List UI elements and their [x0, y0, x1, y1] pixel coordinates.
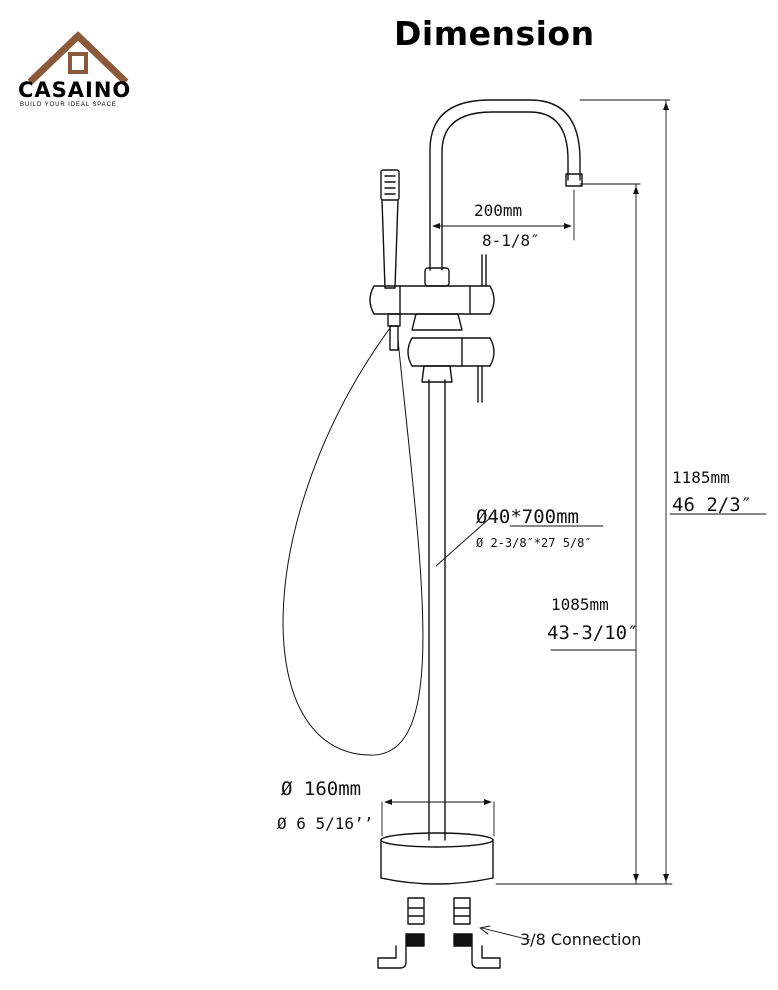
- supply-connections: [377, 897, 501, 969]
- spout-reach-mm-label: 200mm: [474, 201, 523, 220]
- brand-tagline: BUILD YOUR IDEAL SPACE: [20, 102, 117, 108]
- total-height-mm-label: 1185mm: [672, 468, 730, 487]
- arrowheads: [384, 102, 669, 882]
- connection-label: 3/8 Connection: [520, 930, 642, 949]
- total-height-in-label: 46 2/3″: [672, 494, 753, 516]
- spout-height-mm-label: 1085mm: [551, 595, 609, 614]
- base-mm-label: Ø 160mm: [281, 778, 362, 800]
- upper-valve-body: [369, 254, 495, 331]
- base: [380, 832, 494, 885]
- brand-logo-icon: [27, 31, 129, 85]
- diagram-title: Dimension: [394, 14, 595, 53]
- brand-name: CASAINO: [18, 78, 132, 102]
- pipe-mm-label: Ø40*700mm: [476, 506, 579, 528]
- dimension-lines: [381, 99, 673, 941]
- hand-shower: [282, 169, 424, 756]
- spout-height-in-label: 43-3/10″: [547, 622, 639, 644]
- base-in-label: Ø 6 5/16’’: [277, 814, 374, 833]
- pipe-in-label: Ø 2-3/8″*27 5/8″: [476, 536, 592, 550]
- lower-valve-body: [407, 337, 495, 403]
- spout: [429, 99, 583, 271]
- spout-reach-in-label: 8-1/8″: [482, 231, 540, 250]
- pipe: [428, 379, 446, 841]
